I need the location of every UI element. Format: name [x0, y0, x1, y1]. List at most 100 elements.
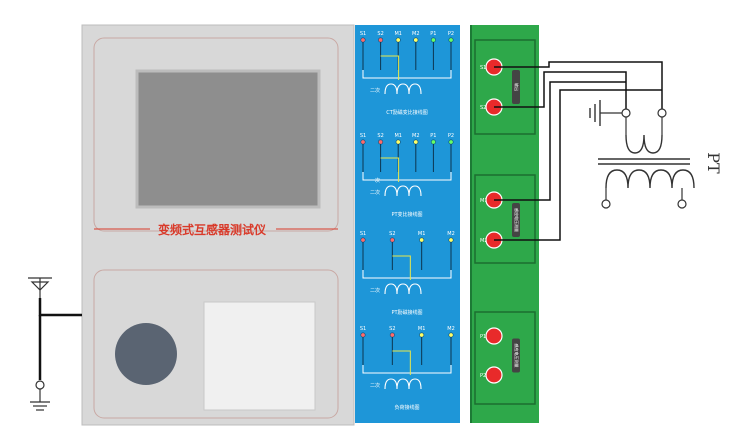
terminal-name-s1: S1 [480, 65, 486, 71]
diagram-jumper [380, 157, 400, 182]
terminal-label-p1: P1 [430, 133, 436, 139]
terminal-label-m2: M2 [412, 133, 420, 139]
wire-m1 [494, 81, 626, 201]
diagram-bus [362, 270, 452, 279]
pt-primary-coil [625, 134, 663, 154]
diagram-coil [384, 83, 422, 95]
terminal-dot-m2 [413, 139, 419, 145]
terminal-label-m2: M2 [412, 31, 420, 37]
terminal-group-label: 感应电压测量 [514, 208, 520, 232]
pt-ground-icon [589, 100, 601, 126]
terminal-group-label-plate [512, 70, 520, 104]
terminal-post-p2[interactable] [485, 366, 503, 384]
diagram-jumper [392, 255, 411, 280]
pt-terminal-a2 [601, 199, 611, 209]
terminal-group-frame [474, 311, 536, 405]
diagram-bus [362, 70, 452, 79]
rotary-knob[interactable] [115, 323, 177, 385]
terminal-dot-s2 [378, 37, 384, 43]
terminal-label-m2: M2 [447, 326, 455, 332]
terminal-group-label: 输出 [514, 83, 520, 91]
ground-terminal-icon [35, 380, 45, 390]
terminal-name-p2: P2 [480, 373, 486, 379]
ground-bottom-icon [30, 389, 50, 411]
diagram-caption: PT变比接线图 [391, 211, 422, 218]
pt-transformer: PT [589, 100, 723, 209]
terminal-label-s2: S2 [377, 31, 383, 37]
terminal-group-frame [474, 39, 536, 135]
terminal-dot-m1 [419, 332, 425, 338]
terminal-label-m1: M1 [418, 231, 426, 237]
terminal-dot-s1 [360, 237, 366, 243]
terminal-dot-s1 [360, 139, 366, 145]
terminal-group-label-plate [512, 203, 520, 237]
terminal-label-s2: S2 [389, 326, 395, 332]
pt-terminal-x [657, 108, 667, 118]
terminal-group-label: 感应电压测量 [514, 344, 520, 368]
diagram-caption: 负荷接线图 [394, 404, 419, 411]
ground-top-icon [28, 277, 52, 291]
terminal-label-p2: P2 [448, 133, 454, 139]
diagram-caption: CT励磁变比接线图 [386, 109, 428, 116]
terminal-dot-s1 [360, 37, 366, 43]
pt-secondary-coil [605, 169, 695, 189]
terminal-post-p1[interactable] [485, 327, 503, 345]
terminal-dot-p2 [448, 139, 454, 145]
diagram-bus [362, 172, 452, 181]
terminal-dot-p1 [430, 37, 436, 43]
lower-panel-outline [93, 269, 339, 419]
wire-s1 [494, 61, 663, 110]
ground-wire [38, 298, 82, 317]
terminal-group-label-plate [512, 338, 520, 373]
diagram-jumper [392, 350, 411, 375]
coil-label: 二次 [370, 287, 380, 294]
lcd-screen [135, 69, 321, 209]
terminal-dot-m2 [448, 332, 454, 338]
terminal-label-s1: S1 [360, 326, 366, 332]
terminal-label-m1: M1 [394, 133, 402, 139]
instrument-title: 变频式互感器测试仪 [158, 222, 267, 237]
pt-terminal-a [621, 108, 631, 118]
terminal-label-m2: M2 [447, 231, 455, 237]
diagram-coil [384, 185, 422, 197]
terminal-label-m1: M1 [418, 326, 426, 332]
terminal-dot-s1 [360, 332, 366, 338]
coil-label-primary: 一次 [370, 177, 380, 184]
coil-label: 二次 [370, 87, 380, 94]
terminal-label-p1: P1 [430, 31, 436, 37]
diagram-coil [384, 283, 422, 295]
terminal-panel [471, 25, 539, 423]
coil-label: 二次 [370, 382, 380, 389]
terminal-name-p1: P1 [480, 334, 486, 340]
terminal-dot-m1 [395, 37, 401, 43]
terminal-dot-p1 [430, 139, 436, 145]
terminal-label-s1: S1 [360, 231, 366, 237]
terminal-dot-s2 [389, 332, 395, 338]
terminal-dot-m2 [448, 237, 454, 243]
terminal-dot-p2 [448, 37, 454, 43]
diagram-bus [362, 365, 452, 374]
terminal-dot-m2 [413, 37, 419, 43]
wire-s2 [494, 71, 627, 110]
wire-m2 [494, 89, 662, 241]
terminal-dot-s2 [378, 139, 384, 145]
pt-label: PT [704, 152, 723, 174]
terminal-name-s2: S2 [480, 105, 486, 111]
terminal-label-m1: M1 [394, 31, 402, 37]
upper-panel-outline [93, 37, 339, 232]
terminal-dot-m1 [395, 139, 401, 145]
coil-label-secondary: 二次 [370, 189, 380, 196]
terminal-label-s1: S1 [360, 31, 366, 37]
terminal-dot-s2 [389, 237, 395, 243]
keypad-area [203, 301, 316, 411]
terminal-name-m2: M2 [480, 238, 488, 244]
diagram-section-1: S1 S2 M1 M2 P1 P2 二次 CT励磁变比接线图 [360, 31, 454, 116]
pt-terminal-x2 [677, 199, 687, 209]
terminal-label-p2: P2 [448, 31, 454, 37]
